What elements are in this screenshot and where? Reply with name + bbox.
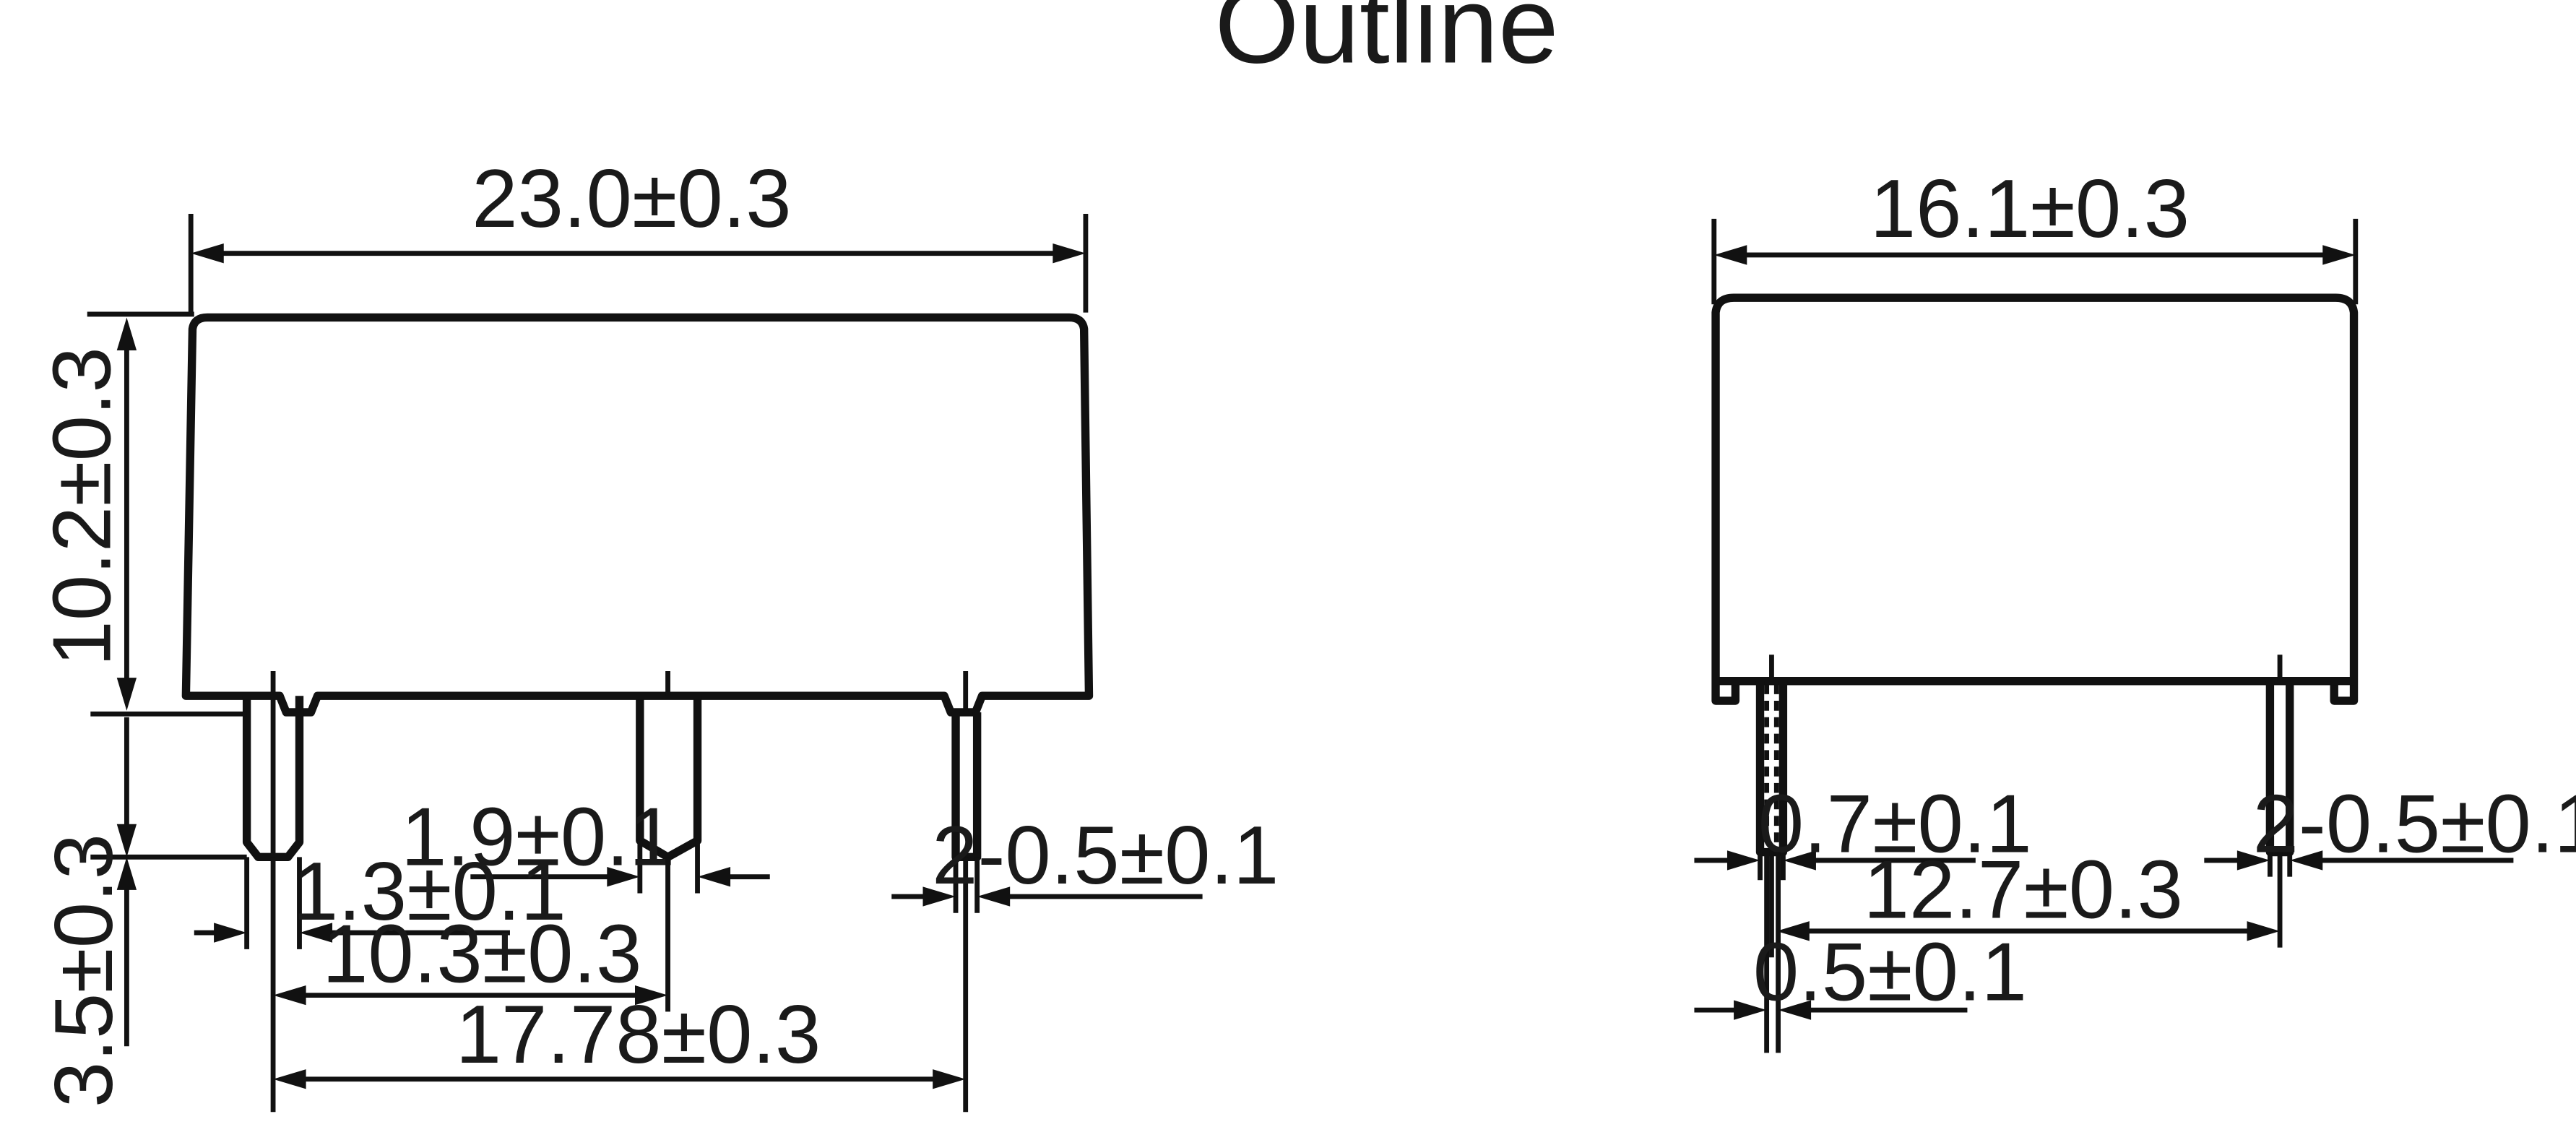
side-pin05-arrow-right bbox=[1778, 1000, 1812, 1020]
front-width-arrow-right bbox=[1053, 243, 1086, 264]
front-pin19-label: 1.9±0.1 bbox=[401, 792, 675, 884]
side-pin05-label: 0.5±0.1 bbox=[1753, 926, 2027, 1018]
front-spacing1778-label: 17.78±0.3 bbox=[456, 989, 821, 1081]
side-body-outline bbox=[1711, 293, 2359, 705]
side-pin07-arrow-left bbox=[1726, 850, 1760, 871]
front-height-label: 10.2±0.3 bbox=[37, 347, 129, 666]
side-spacing-arrow-right bbox=[2247, 921, 2281, 941]
side-view: 16.1±0.3 0.7±0.1 12.7±0.3 0.5±0.1 2-0.5±… bbox=[1694, 163, 2576, 1053]
front-width-label: 23.0±0.3 bbox=[472, 153, 791, 245]
front-pin13-label: 1.3±0.1 bbox=[293, 846, 566, 938]
front-spacing103-arrow-left bbox=[273, 985, 306, 1006]
side-width-arrow-right bbox=[2322, 245, 2356, 265]
front-pin05-arrow-left bbox=[922, 886, 956, 907]
front-pin19-arrow-left bbox=[607, 867, 640, 887]
front-pin05-arrow-right bbox=[977, 886, 1011, 907]
side-width-arrow-left bbox=[1713, 245, 1747, 265]
side-pinR-label: 2-0.5±0.1 bbox=[2253, 779, 2576, 871]
front-pin13-arrow-left bbox=[214, 923, 247, 943]
side-pin07-arrow-right bbox=[1783, 850, 1816, 871]
front-width-arrow-left bbox=[191, 243, 224, 264]
side-pinR-arrow-left bbox=[2236, 850, 2270, 871]
front-pin13-arrow-right bbox=[299, 923, 333, 943]
front-spacing1778-arrow-right bbox=[933, 1069, 966, 1089]
front-view: 23.0±0.3 10.2±0.3 3.5±0.3 1.9±0.1 1.3±0.… bbox=[37, 153, 1279, 1113]
front-spacing103-label: 10.3±0.3 bbox=[322, 908, 641, 1000]
front-spacing103-arrow-right bbox=[635, 985, 668, 1006]
drawing-title: Outline bbox=[1215, 0, 1559, 86]
front-pinlen-arrow-down bbox=[116, 824, 137, 858]
front-pinlen-arrow-up bbox=[116, 857, 137, 890]
side-pin05-arrow-left bbox=[1734, 1000, 1767, 1020]
side-spacing-label: 12.7±0.3 bbox=[1864, 845, 2183, 936]
front-height-arrow-top bbox=[116, 317, 137, 351]
front-body-outline bbox=[181, 313, 1094, 717]
front-height-arrow-bottom bbox=[116, 678, 137, 711]
side-width-label: 16.1±0.3 bbox=[1870, 163, 2190, 255]
side-pinR-arrow-right bbox=[2289, 850, 2323, 871]
front-pin19-arrow-right bbox=[697, 867, 731, 887]
front-pinlen-label: 3.5±0.3 bbox=[38, 834, 130, 1107]
front-spacing1778-arrow-left bbox=[273, 1069, 306, 1089]
side-spacing-arrow-left bbox=[1776, 921, 1810, 941]
side-pin07-label: 0.7±0.1 bbox=[1758, 779, 2032, 871]
front-pin05-label: 2-0.5±0.1 bbox=[932, 810, 1279, 902]
